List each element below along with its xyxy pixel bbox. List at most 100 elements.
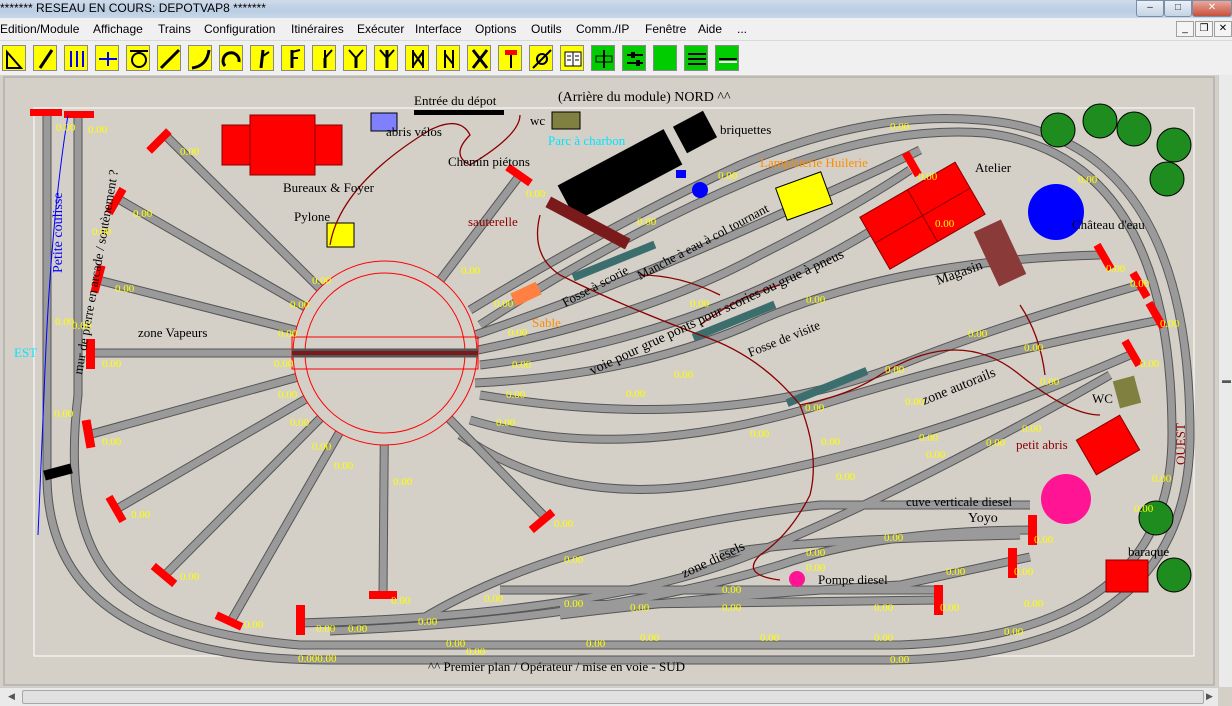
menu-trains[interactable]: Trains xyxy=(158,22,191,36)
block-tool-icon[interactable] xyxy=(622,45,646,71)
green-lines-icon[interactable] xyxy=(684,45,708,71)
label-sable: Sable xyxy=(532,315,561,330)
svg-text:0.00: 0.00 xyxy=(1040,376,1060,388)
minimize-button[interactable]: – xyxy=(1136,0,1164,17)
svg-text:0.00: 0.00 xyxy=(586,638,606,650)
svg-text:0.00: 0.00 xyxy=(115,283,135,295)
menu-more[interactable]: ... xyxy=(737,22,748,36)
label-zone-vapeurs: zone Vapeurs xyxy=(138,325,207,340)
cuve-tank xyxy=(1041,474,1091,524)
label-lampisterie: Lampisterie Huilerie xyxy=(760,155,868,170)
label-petite-coulisse: Petite coulisse xyxy=(51,193,66,274)
svg-text:0.00: 0.00 xyxy=(348,623,368,635)
straight-track-icon[interactable] xyxy=(157,45,181,71)
menu-affichage[interactable]: Affichage xyxy=(93,22,143,36)
menu-executer[interactable]: Exécuter xyxy=(357,22,405,36)
svg-text:0.00: 0.00 xyxy=(526,188,546,200)
switch-pointer-icon[interactable] xyxy=(2,45,26,71)
close-button[interactable]: ✕ xyxy=(1192,0,1232,17)
svg-text:0.00: 0.00 xyxy=(1024,342,1044,354)
mdi-close-button[interactable]: ✕ xyxy=(1214,21,1232,37)
svg-text:0.00: 0.00 xyxy=(986,437,1006,449)
svg-text:0.00: 0.00 xyxy=(919,432,939,444)
mdi-minimize-button[interactable]: _ xyxy=(1176,21,1194,37)
svg-text:0.00: 0.00 xyxy=(1004,626,1024,638)
menu-interface[interactable]: Interface xyxy=(415,22,462,36)
svg-text:0.00: 0.00 xyxy=(1106,263,1126,275)
green-square-icon[interactable] xyxy=(653,45,677,71)
label-pylone: Pylone xyxy=(294,209,330,224)
svg-text:0.00: 0.00 xyxy=(56,122,76,134)
svg-text:0.00: 0.00 xyxy=(316,623,336,635)
locomotive-mark xyxy=(43,463,73,481)
svg-text:0.00: 0.00 xyxy=(968,328,988,340)
menu-fenetre[interactable]: Fenêtre xyxy=(645,22,687,36)
mdi-restore-button[interactable]: ❐ xyxy=(1195,21,1213,37)
svg-text:0.00: 0.00 xyxy=(564,598,584,610)
svg-text:0.00: 0.00 xyxy=(926,449,946,461)
svg-text:0.00: 0.00 xyxy=(1130,278,1150,290)
three-way-switch-icon[interactable] xyxy=(374,45,398,71)
layout-canvas[interactable]: Entrée du dépot (Arrière du module) NORD… xyxy=(0,75,1218,687)
buildings[interactable] xyxy=(221,110,1149,593)
switch-y-icon[interactable] xyxy=(312,45,336,71)
svg-text:0.00: 0.00 xyxy=(512,359,532,371)
label-baraque: baraque xyxy=(1128,544,1169,559)
loop-track-icon[interactable] xyxy=(219,45,243,71)
scroll-left-icon[interactable]: ◀ xyxy=(8,691,15,701)
buffer-stop-icon[interactable] xyxy=(498,45,522,71)
signal-tool-icon[interactable] xyxy=(529,45,553,71)
menu-aide[interactable]: Aide xyxy=(698,22,723,36)
svg-text:0.00: 0.00 xyxy=(508,327,528,339)
crossover-double-icon[interactable] xyxy=(405,45,429,71)
wc-right-block xyxy=(1112,375,1142,409)
switch-left-icon[interactable] xyxy=(250,45,274,71)
svg-text:0.00: 0.00 xyxy=(274,358,294,370)
scroll-right-icon[interactable]: ▶ xyxy=(1206,691,1213,701)
track-measure-icon[interactable] xyxy=(95,45,119,71)
menu-outils[interactable]: Outils xyxy=(531,22,562,36)
svg-text:0.00: 0.00 xyxy=(722,602,742,614)
water-tower xyxy=(1028,184,1084,240)
svg-text:0.00: 0.00 xyxy=(55,316,75,328)
menu-comm-ip[interactable]: Comm./IP xyxy=(576,22,630,36)
menu-configuration[interactable]: Configuration xyxy=(204,22,276,36)
label-est: EST xyxy=(14,345,37,360)
menu-itineraires[interactable]: Itinéraires xyxy=(291,22,344,36)
magasin-block xyxy=(973,219,1027,287)
book-icon[interactable] xyxy=(560,45,584,71)
svg-text:0.00: 0.00 xyxy=(1078,174,1098,186)
lampisterie-block xyxy=(774,171,834,221)
track-insert-icon[interactable] xyxy=(64,45,88,71)
select-tool-icon[interactable] xyxy=(33,45,57,71)
turntable[interactable] xyxy=(291,260,479,446)
svg-text:0.00: 0.00 xyxy=(278,389,298,401)
scroll-handle-icon[interactable]: ▬ xyxy=(1222,375,1231,385)
double-switch-icon[interactable] xyxy=(343,45,367,71)
svg-text:0.00: 0.00 xyxy=(918,171,938,183)
briquettes-block xyxy=(672,110,718,154)
svg-text:0.00: 0.00 xyxy=(750,428,770,440)
crossing-icon[interactable] xyxy=(467,45,491,71)
vertical-scrollbar[interactable]: ▬ xyxy=(1218,75,1232,687)
decoupler-icon[interactable] xyxy=(591,45,615,71)
maximize-button[interactable]: □ xyxy=(1164,0,1192,17)
green-ruler-icon[interactable] xyxy=(715,45,739,71)
svg-text:0.00: 0.00 xyxy=(54,408,74,420)
menu-edition-module[interactable]: Edition/Module xyxy=(0,22,80,36)
label-ouest: OUEST xyxy=(1173,423,1188,465)
buffer-stops[interactable] xyxy=(30,109,1167,635)
menu-options[interactable]: Options xyxy=(475,22,517,36)
horizontal-scroll-thumb[interactable] xyxy=(22,690,1204,704)
double-slip-icon[interactable] xyxy=(436,45,460,71)
label-atelier: Atelier xyxy=(975,160,1012,175)
menu-bar: Edition/Module Affichage Trains Configur… xyxy=(0,18,1232,41)
svg-text:0.00: 0.00 xyxy=(391,595,411,607)
curve-track-icon[interactable] xyxy=(188,45,212,71)
svg-text:0.00: 0.00 xyxy=(496,417,516,429)
switch-right-icon[interactable] xyxy=(281,45,305,71)
horizontal-scrollbar[interactable]: ◀ ▶ xyxy=(0,687,1218,706)
turntable-tool-icon[interactable] xyxy=(126,45,150,71)
svg-text:0.00: 0.00 xyxy=(461,265,481,277)
parc-charbon-block xyxy=(557,129,683,221)
